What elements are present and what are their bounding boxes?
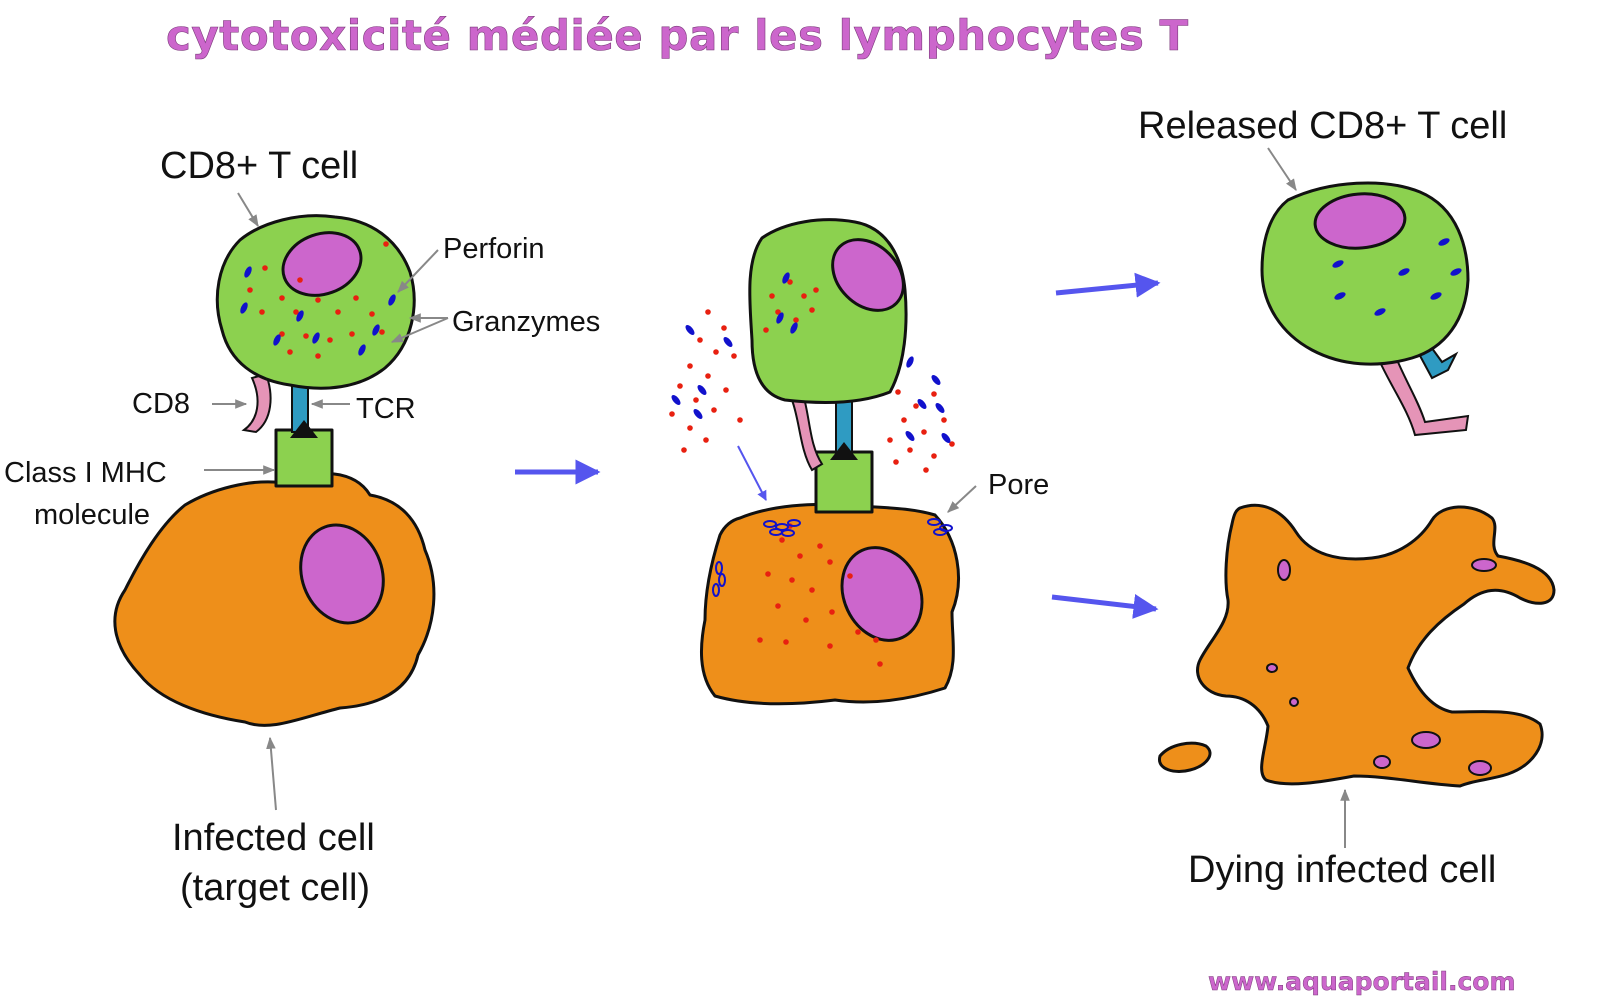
infected-nucleus (299, 523, 385, 625)
remaining-granules (1332, 238, 1462, 316)
granzyme-dots-1 (247, 241, 389, 359)
granzymes-inside-target (757, 523, 883, 667)
pore-pointer (947, 485, 977, 513)
cd8-coreceptor-2 (790, 396, 824, 472)
released-pointer (1267, 147, 1297, 191)
released-cd8-tail (1378, 353, 1470, 437)
label-infected-line1: Infected cell (172, 817, 375, 859)
website-watermark: www.aquaportail.com (1208, 967, 1516, 996)
granzyme-dots-2 (763, 279, 819, 333)
mhc-molecule (274, 428, 334, 488)
panel-released: Released CD8+ T cell (1138, 105, 1507, 437)
antigen-peptide-2 (830, 442, 858, 460)
dying-infected-cell (1196, 503, 1556, 788)
released-t-cell (1260, 181, 1470, 366)
label-mhc-line2: molecule (34, 499, 150, 531)
label-pore: Pore (988, 469, 1049, 501)
antigen-peptide (290, 420, 318, 438)
cd8-coreceptor (241, 372, 272, 434)
dying-cell-fragment (1158, 741, 1212, 773)
infected-nucleus-2 (840, 546, 924, 642)
process-arrow-3 (1051, 594, 1159, 619)
perforin-granules-2 (776, 272, 914, 368)
label-mhc-line1: Class I MHC (4, 457, 167, 489)
released-perforin-right (905, 375, 951, 443)
label-granzymes: Granzymes (452, 306, 600, 338)
released-t-cell-nucleus (1313, 192, 1407, 250)
nucleus-fragments (1266, 558, 1497, 776)
label-cd8-t-cell: CD8+ T cell (160, 145, 358, 187)
t-cell-nucleus-2 (831, 238, 905, 312)
panel-recognition: CD8+ T cell Perforin Granzymes CD8 TCR C… (4, 145, 600, 909)
pore-clusters (712, 518, 953, 597)
process-arrow-2 (1055, 272, 1161, 298)
released-granzymes-left (669, 309, 743, 453)
pointer-lines-1 (204, 192, 449, 811)
label-cd8: CD8 (132, 388, 190, 420)
label-dying-cell: Dying infected cell (1188, 849, 1496, 891)
label-released-t-cell: Released CD8+ T cell (1138, 105, 1507, 147)
label-tcr: TCR (356, 393, 416, 425)
mhc-molecule-2 (814, 450, 874, 514)
panel-release: Pore (669, 218, 1049, 706)
infected-cell (113, 472, 436, 727)
released-granzymes-right (887, 389, 955, 473)
page-title: cytotoxicité médiée par les lymphocytes … (166, 11, 1189, 60)
panel-dying: Dying infected cell (1158, 503, 1556, 891)
diffusion-arrow (737, 445, 767, 501)
label-infected-line2: (target cell) (180, 867, 370, 909)
released-perforin-left (671, 325, 733, 419)
perforin-granules-1 (240, 266, 396, 356)
label-perforin: Perforin (443, 233, 545, 265)
